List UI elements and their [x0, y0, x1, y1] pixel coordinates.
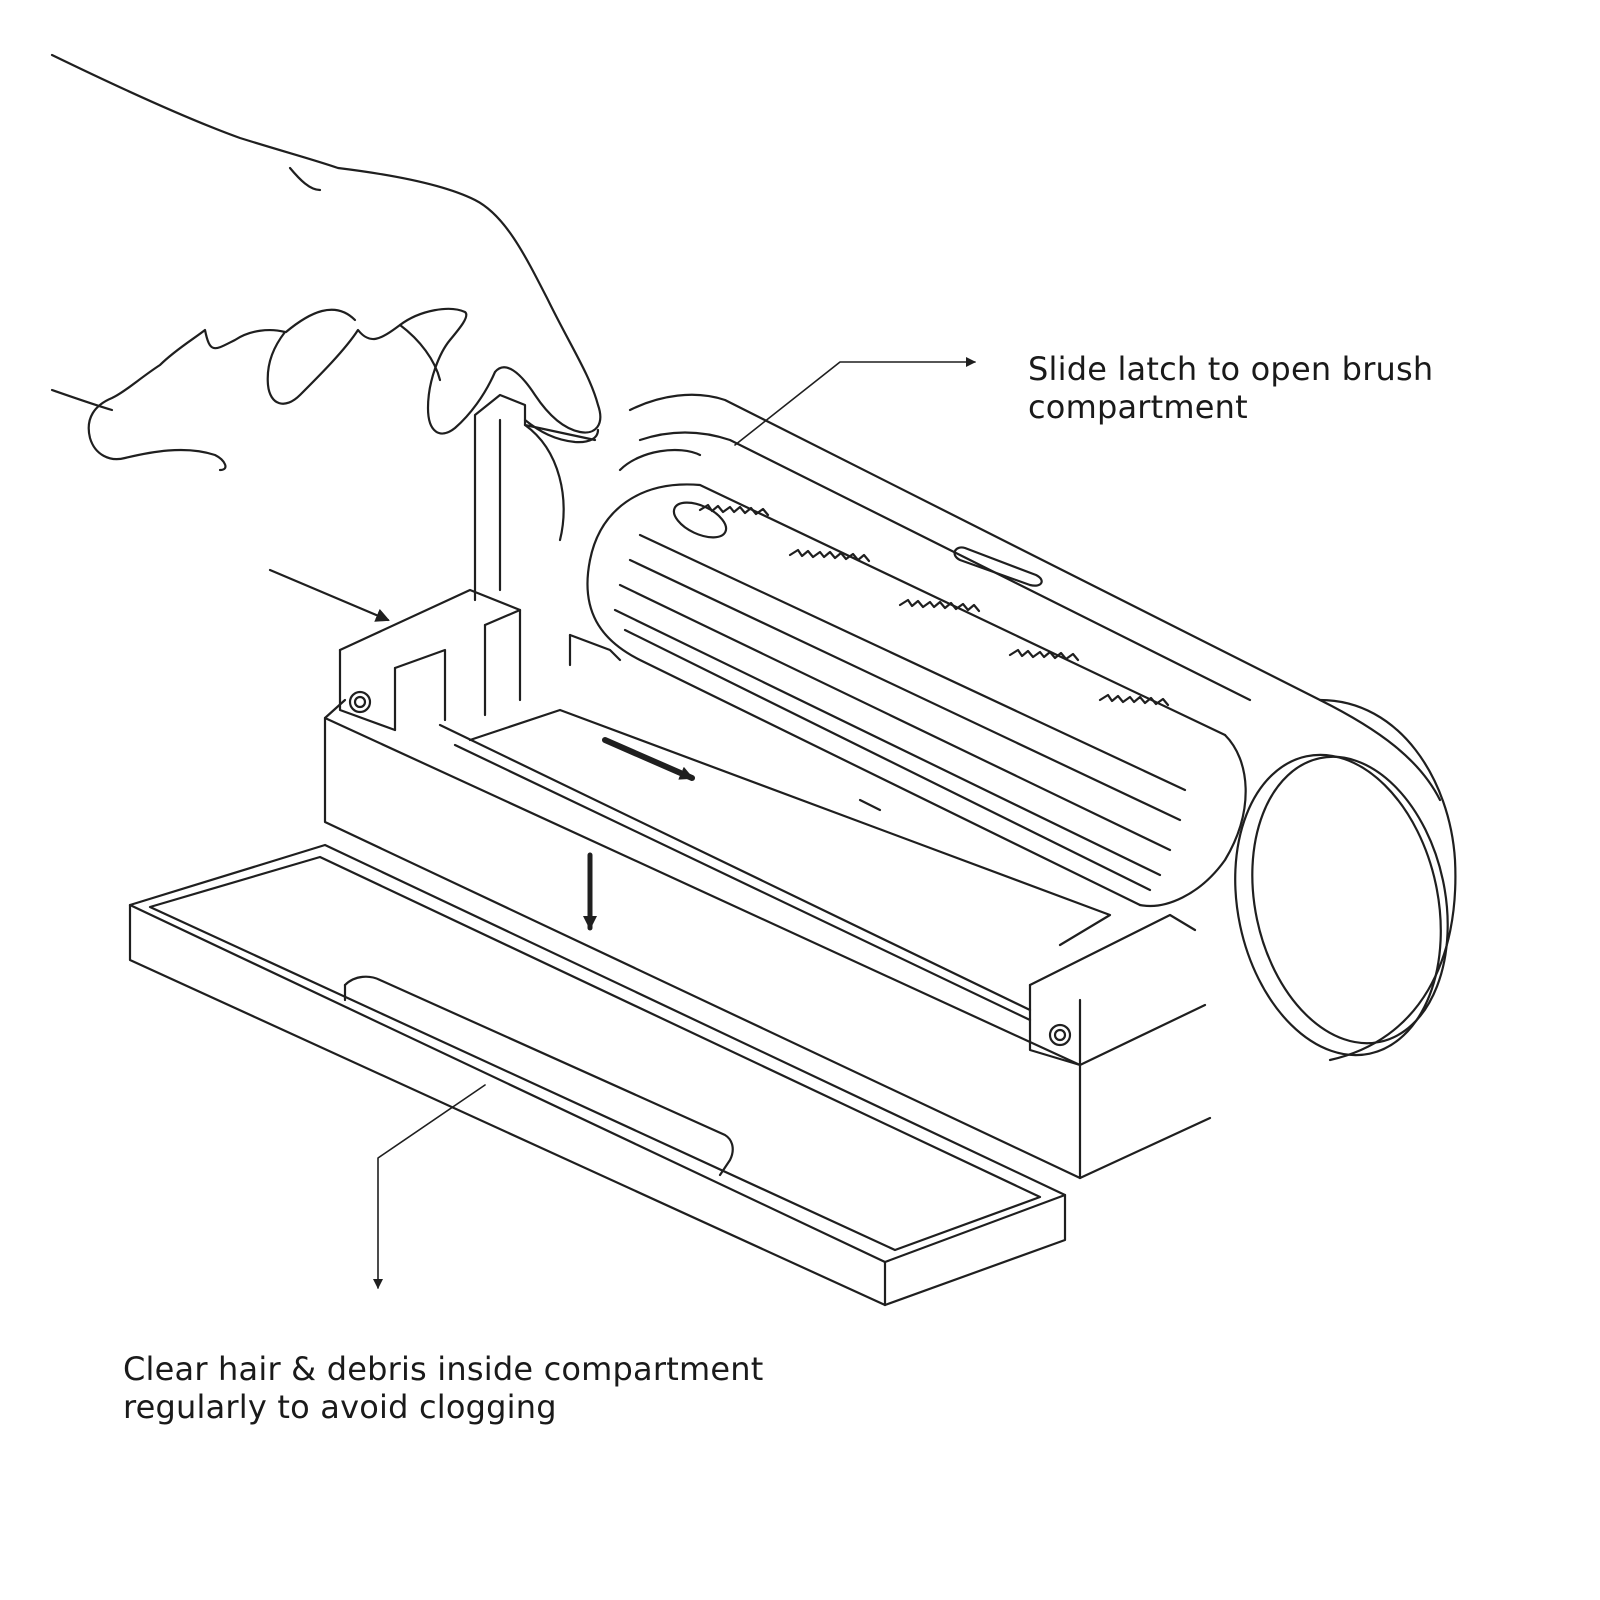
debris-leader-line [373, 1084, 486, 1289]
annotation-arrows [268, 357, 976, 1289]
latch-leader-line [734, 357, 976, 446]
debris-callout-line-1: Clear hair & debris inside compartment [123, 1350, 764, 1388]
latch-callout-line-2: compartment [1028, 388, 1248, 426]
debris-callout-line-2: regularly to avoid clogging [123, 1388, 557, 1426]
hand-illustration [50, 53, 602, 472]
housing [323, 393, 1457, 1180]
brush-roll [586, 448, 1247, 907]
latch-pointer-arrow [268, 568, 390, 622]
removable-cover [128, 843, 1067, 1307]
latch-slot [953, 546, 1043, 587]
latch-callout-line-1: Slide latch to open brush [1028, 350, 1434, 388]
debris-callout: Clear hair & debris inside compartment r… [123, 1350, 763, 1426]
latch-callout: Slide latch to open brush compartment [1028, 350, 1433, 426]
slide-direction-arrow [602, 737, 695, 781]
